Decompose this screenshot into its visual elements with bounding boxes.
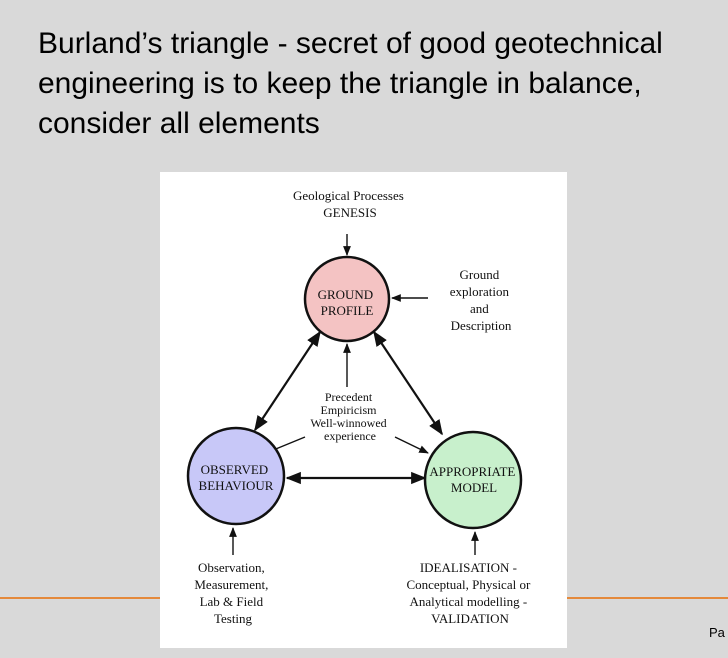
bottom-left-line-2: Measurement, [194, 577, 268, 592]
bottom-right-line-3: Analytical modelling - [410, 594, 528, 609]
ground-observed-arrow [254, 330, 321, 432]
center-right-arrow [394, 436, 429, 454]
footer-rule-right [567, 597, 728, 599]
ground-model-arrow [373, 330, 443, 436]
slide-title-line-2: engineering is to keep the triangle in b… [38, 67, 642, 100]
center-line-4: experience [324, 429, 376, 443]
ground-profile-circle [303, 255, 391, 343]
center-line-1: Precedent [325, 390, 373, 404]
right-input-line-3: and [470, 301, 489, 316]
slide-title-line-1: Burland’s triangle - secret of good geot… [38, 27, 663, 60]
observed-behaviour-label: OBSERVED BEHAVIOUR [199, 462, 274, 493]
top-input-line-1: Geological Processes [293, 188, 404, 203]
top-input-label: Geological Processes GENESIS [293, 188, 407, 220]
bottom-right-line-2: Conceptual, Physical or [406, 577, 531, 592]
right-input-line-2: exploration [450, 284, 510, 299]
bottom-left-line-4: Testing [214, 611, 253, 626]
center-label: Precedent Empiricism Well-winnowed exper… [310, 390, 389, 443]
observed-behaviour-line-2: BEHAVIOUR [199, 478, 274, 493]
slide-title-line-3: consider all elements [38, 107, 320, 140]
page-label: Pa [709, 625, 725, 640]
footer-rule-left [0, 597, 160, 599]
slide-title: Burland’s triangle - secret of good geot… [38, 24, 728, 144]
appropriate-model-line-1: APPROPRIATE [429, 464, 515, 479]
top-input-line-2: GENESIS [323, 205, 376, 220]
observed-behaviour-circle [186, 426, 286, 526]
ground-profile-line-1: GROUND [318, 287, 374, 302]
ground-profile-line-2: PROFILE [321, 303, 374, 318]
observed-behaviour-line-1: OBSERVED [201, 462, 269, 477]
right-input-line-4: Description [451, 318, 512, 333]
burland-triangle-diagram: Geological Processes GENESIS GROUND PROF… [186, 188, 533, 626]
right-input-line-1: Ground [460, 267, 500, 282]
bottom-right-line-4: VALIDATION [431, 611, 509, 626]
bottom-left-line-1: Observation, [198, 560, 265, 575]
center-line-3: Well-winnowed [310, 416, 386, 430]
right-input-label: Ground exploration and Description [450, 267, 512, 333]
burland-triangle-figure: Geological Processes GENESIS GROUND PROF… [160, 172, 567, 648]
bottom-left-input-label: Observation, Measurement, Lab & Field Te… [194, 560, 271, 626]
center-line-2: Empiricism [321, 403, 378, 417]
ground-profile-label: GROUND PROFILE [318, 287, 377, 318]
appropriate-model-label: APPROPRIATE MODEL [429, 464, 518, 495]
bottom-right-line-1: IDEALISATION - [420, 560, 517, 575]
bottom-right-input-label: IDEALISATION - Conceptual, Physical or A… [406, 560, 533, 626]
appropriate-model-line-2: MODEL [451, 480, 497, 495]
appropriate-model-circle [423, 430, 523, 530]
bottom-left-line-3: Lab & Field [200, 594, 264, 609]
